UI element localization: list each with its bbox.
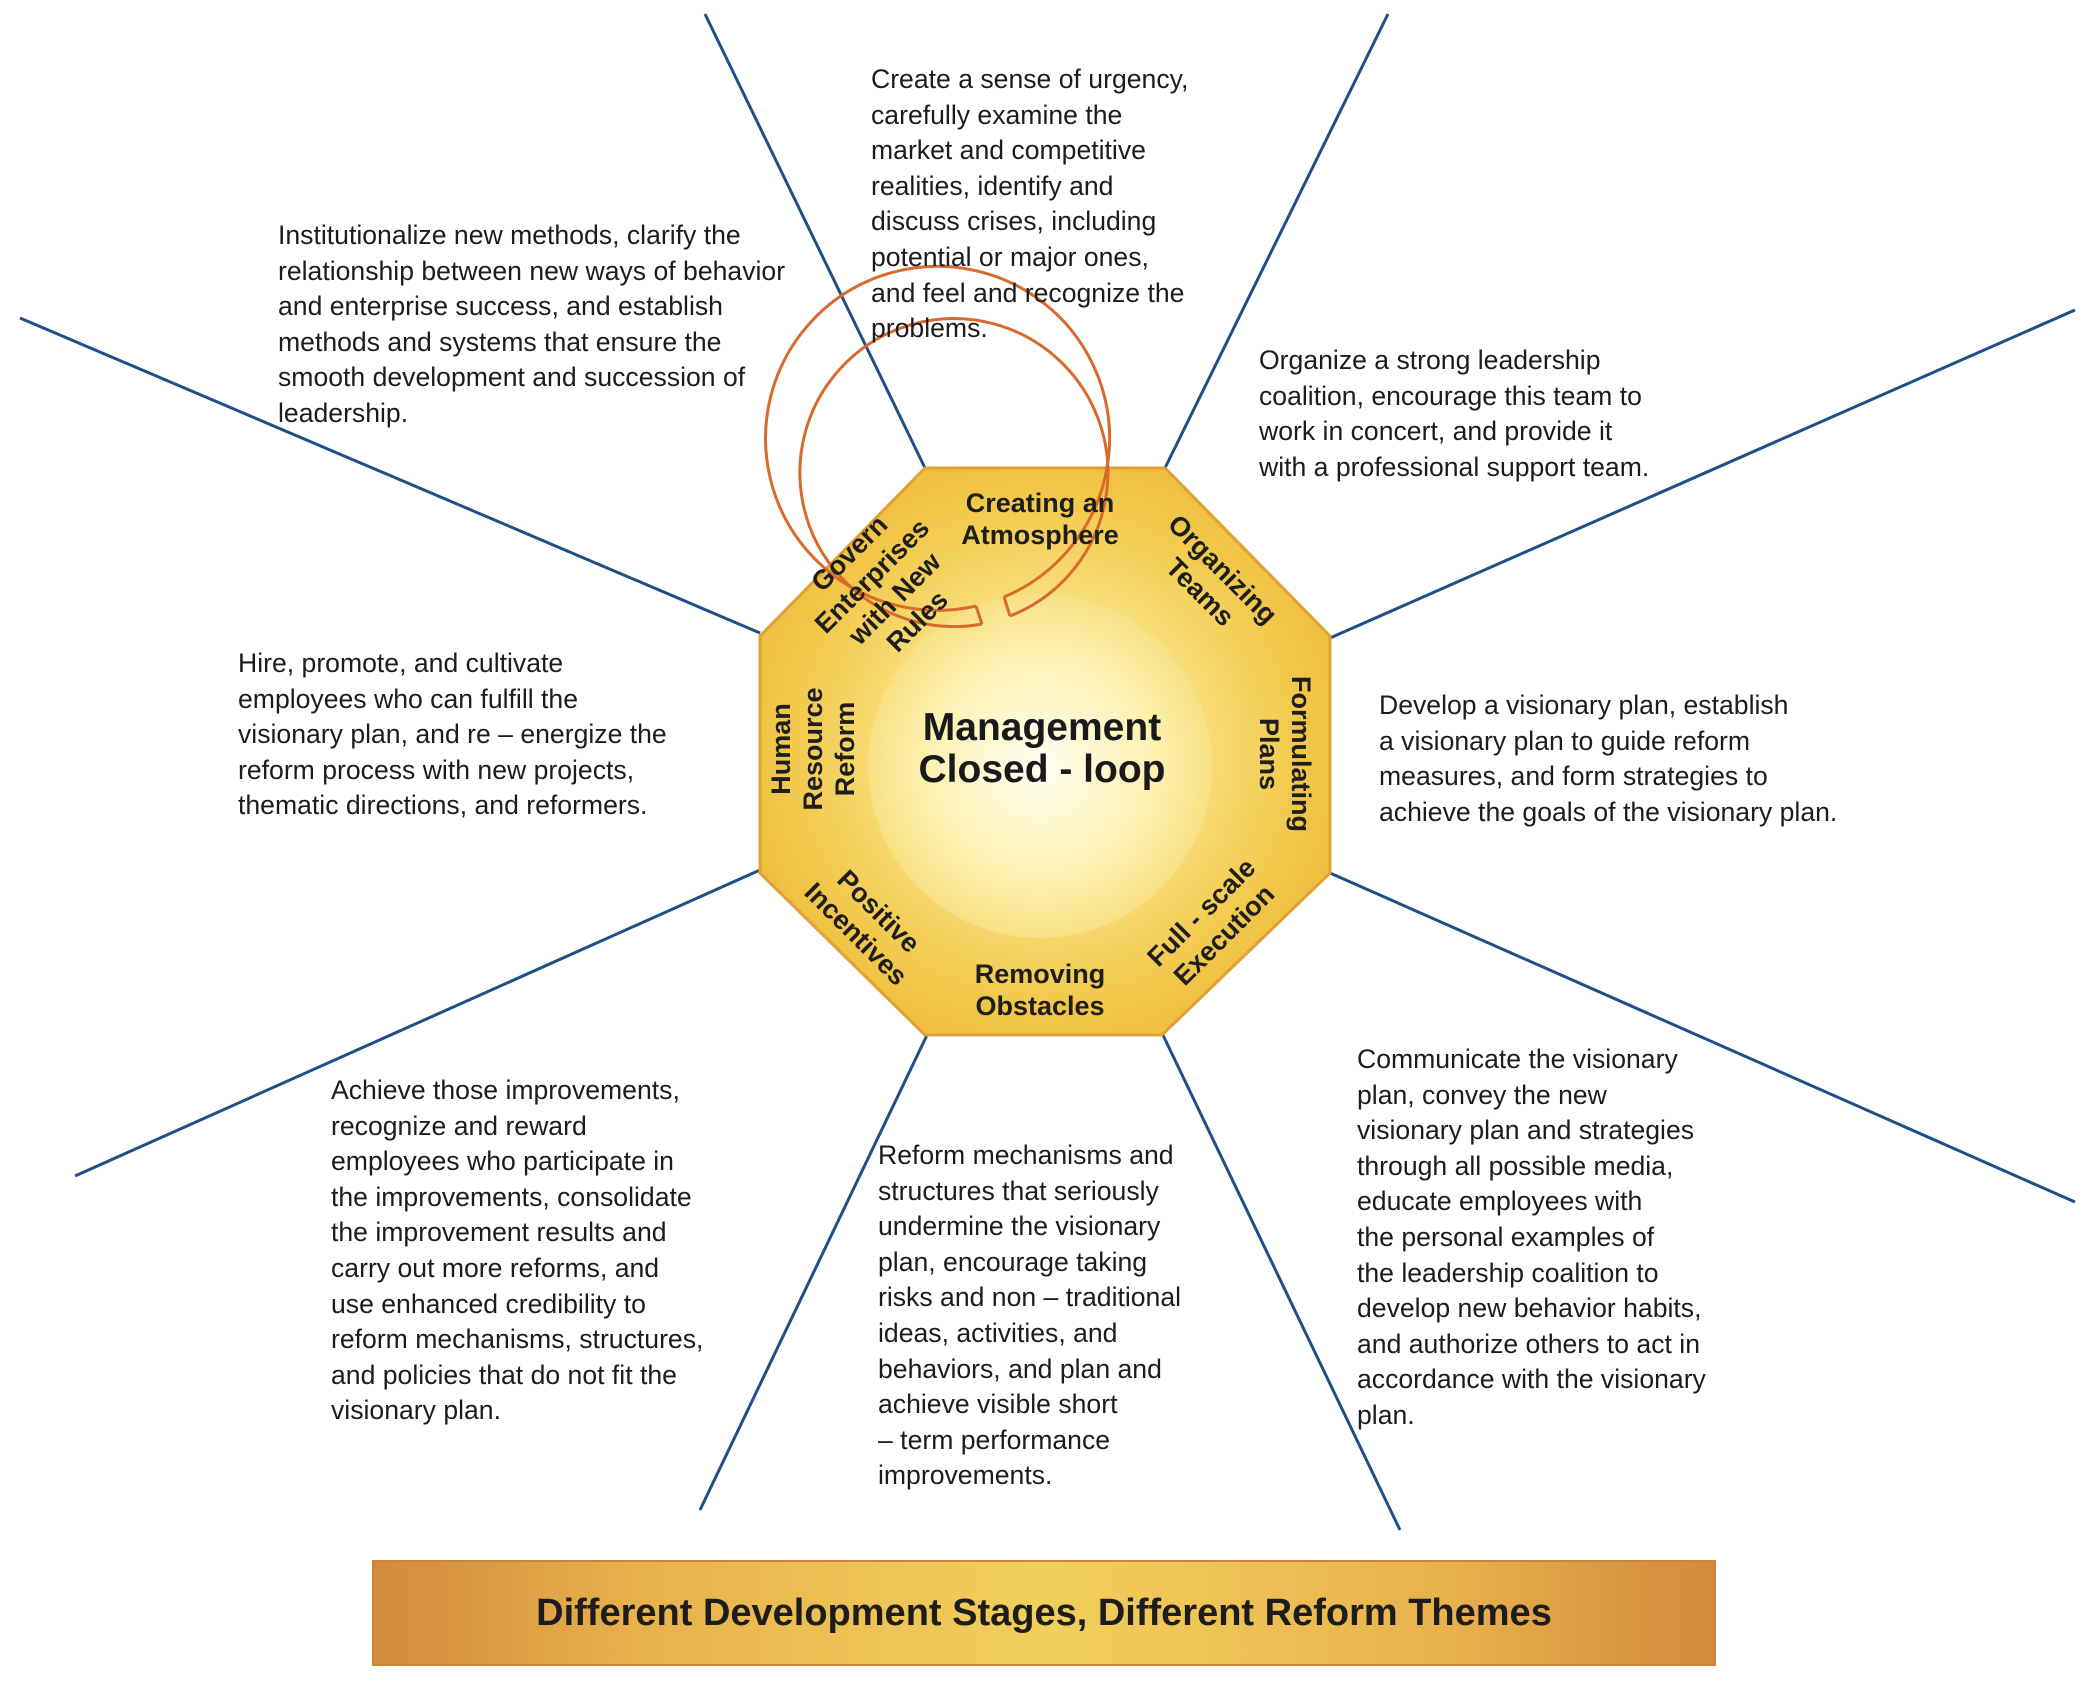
desc-creating-atmosphere: Create a sense of urgency, carefully exa…	[871, 64, 1189, 344]
stage-creating-atmosphere-line2: Atmosphere	[961, 520, 1119, 550]
divider-line-upper-right	[1329, 308, 2076, 640]
stage-formulating-plans-line2: Plans	[1254, 718, 1284, 790]
desc-removing-obstacles: Reform mechanisms and structures that se…	[878, 1140, 1182, 1491]
desc-human-resource-reform: Hire, promote, and cultivate employees w…	[238, 648, 667, 821]
stage-creating-atmosphere-line1: Creating an	[966, 488, 1115, 518]
stage-removing-obstacles-line1: Removing	[975, 959, 1106, 989]
closed-loop-ring	[764, 264, 1212, 938]
divider-line-top-left	[703, 13, 927, 469]
banner-title: Different Development Stages, Different …	[536, 1591, 1552, 1634]
stage-creating-atmosphere: Creating an Atmosphere	[961, 488, 1119, 550]
divider-line-top-right	[1163, 13, 1390, 469]
desc-formulating-plans: Develop a visionary plan, establish a vi…	[1379, 690, 1838, 827]
divider-lines	[19, 13, 2076, 1531]
desc-govern-enterprises: Institutionalize new methods, clarify th…	[278, 220, 786, 428]
stage-removing-obstacles-line2: Obstacles	[975, 991, 1104, 1021]
divider-line-bottom-left	[698, 1032, 930, 1511]
stage-human-resource-reform: Human Resource Reform	[766, 687, 860, 810]
stage-govern-enterprises: Govern Enterprises with New Rules	[805, 509, 954, 658]
stage-human-resource-reform-line1: Human	[766, 703, 796, 795]
stage-formulating-plans-line1: Formulating	[1286, 676, 1316, 832]
divider-line-lower-right	[1329, 871, 2076, 1204]
stages-banner: Different Development Stages, Different …	[372, 1560, 1716, 1666]
stage-formulating-plans: Formulating Plans	[1254, 676, 1316, 832]
divider-line-bottom-right	[1160, 1032, 1402, 1531]
desc-positive-incentives: Achieve those improvements, recognize an…	[331, 1075, 704, 1426]
desc-full-scale-execution: Communicate the visionary plan, convey t…	[1357, 1044, 1706, 1430]
divider-line-lower-left	[74, 868, 761, 1178]
stage-human-resource-reform-line2: Resource	[798, 687, 828, 810]
stage-human-resource-reform-line3: Reform	[830, 702, 860, 797]
center-title-line1: Management	[923, 706, 1161, 749]
divider-line-upper-left	[19, 316, 761, 635]
center-title-line2: Closed - loop	[919, 748, 1166, 791]
desc-organizing-teams: Organize a strong leadership coalition, …	[1259, 345, 1650, 482]
stage-removing-obstacles: Removing Obstacles	[975, 959, 1106, 1021]
